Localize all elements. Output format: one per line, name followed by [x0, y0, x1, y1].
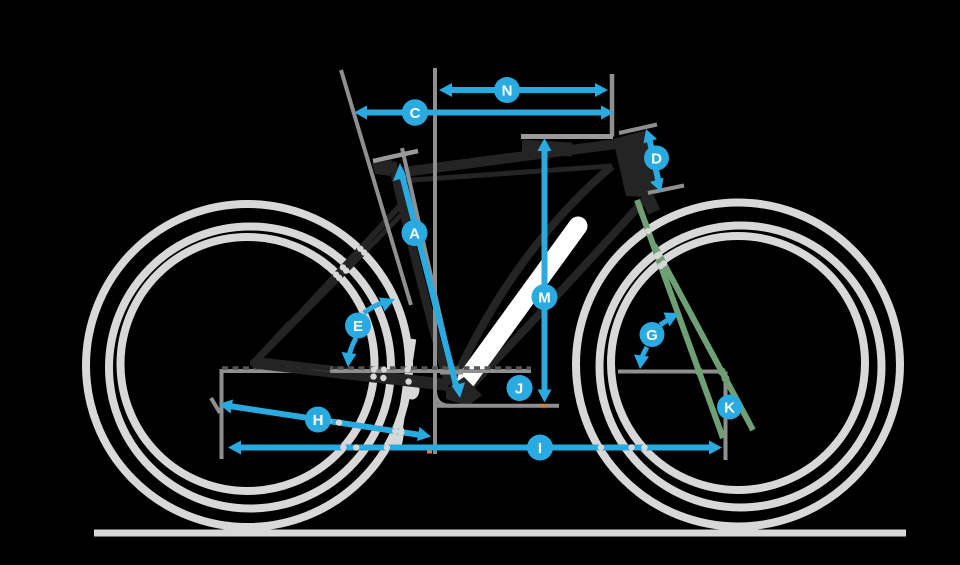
- svg-text:H: H: [313, 412, 324, 429]
- svg-text:C: C: [410, 105, 421, 122]
- svg-text:N: N: [502, 82, 513, 99]
- svg-text:G: G: [646, 327, 658, 344]
- svg-text:I: I: [538, 440, 542, 457]
- svg-text:E: E: [353, 318, 363, 335]
- svg-text:M: M: [538, 289, 551, 306]
- svg-text:K: K: [724, 399, 735, 416]
- svg-text:D: D: [651, 150, 662, 167]
- svg-text:J: J: [515, 380, 523, 397]
- svg-text:A: A: [409, 225, 420, 242]
